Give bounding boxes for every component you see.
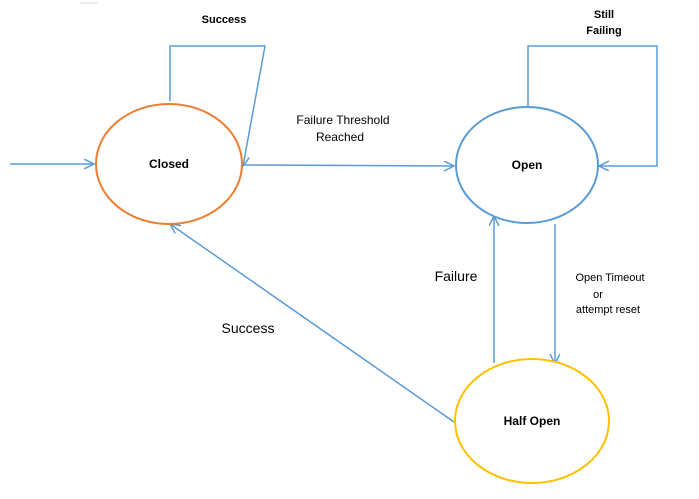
open-self-loop <box>527 45 658 166</box>
half-open-to-closed-arrow <box>170 224 455 423</box>
closed-self-loop <box>169 45 266 166</box>
open-to-half-open-label-line2: or <box>593 289 603 301</box>
open-to-half-open-label-line1: Open Timeout <box>575 272 644 284</box>
open-state-node <box>455 106 599 224</box>
closed-state-label: Closed <box>149 157 189 171</box>
half-open-to-open-label: Failure <box>435 268 478 284</box>
open-self-loop-label-line2: Failing <box>586 25 621 37</box>
closed-self-loop-label: Success <box>202 14 247 26</box>
closed-state-node <box>95 103 243 225</box>
open-state-label: Open <box>512 158 543 172</box>
open-to-half-open-label-line3: attempt reset <box>576 304 640 316</box>
half-open-to-closed-label: Success <box>222 320 275 336</box>
closed-to-open-label-line2: Reached <box>316 130 364 144</box>
closed-to-open-label-line1: Failure Threshold <box>296 113 389 127</box>
half-open-state-node <box>454 358 610 484</box>
half-open-state-label: Half Open <box>504 414 561 428</box>
open-self-loop-label-line1: Still <box>594 9 614 21</box>
closed-to-open-arrow <box>241 165 454 166</box>
